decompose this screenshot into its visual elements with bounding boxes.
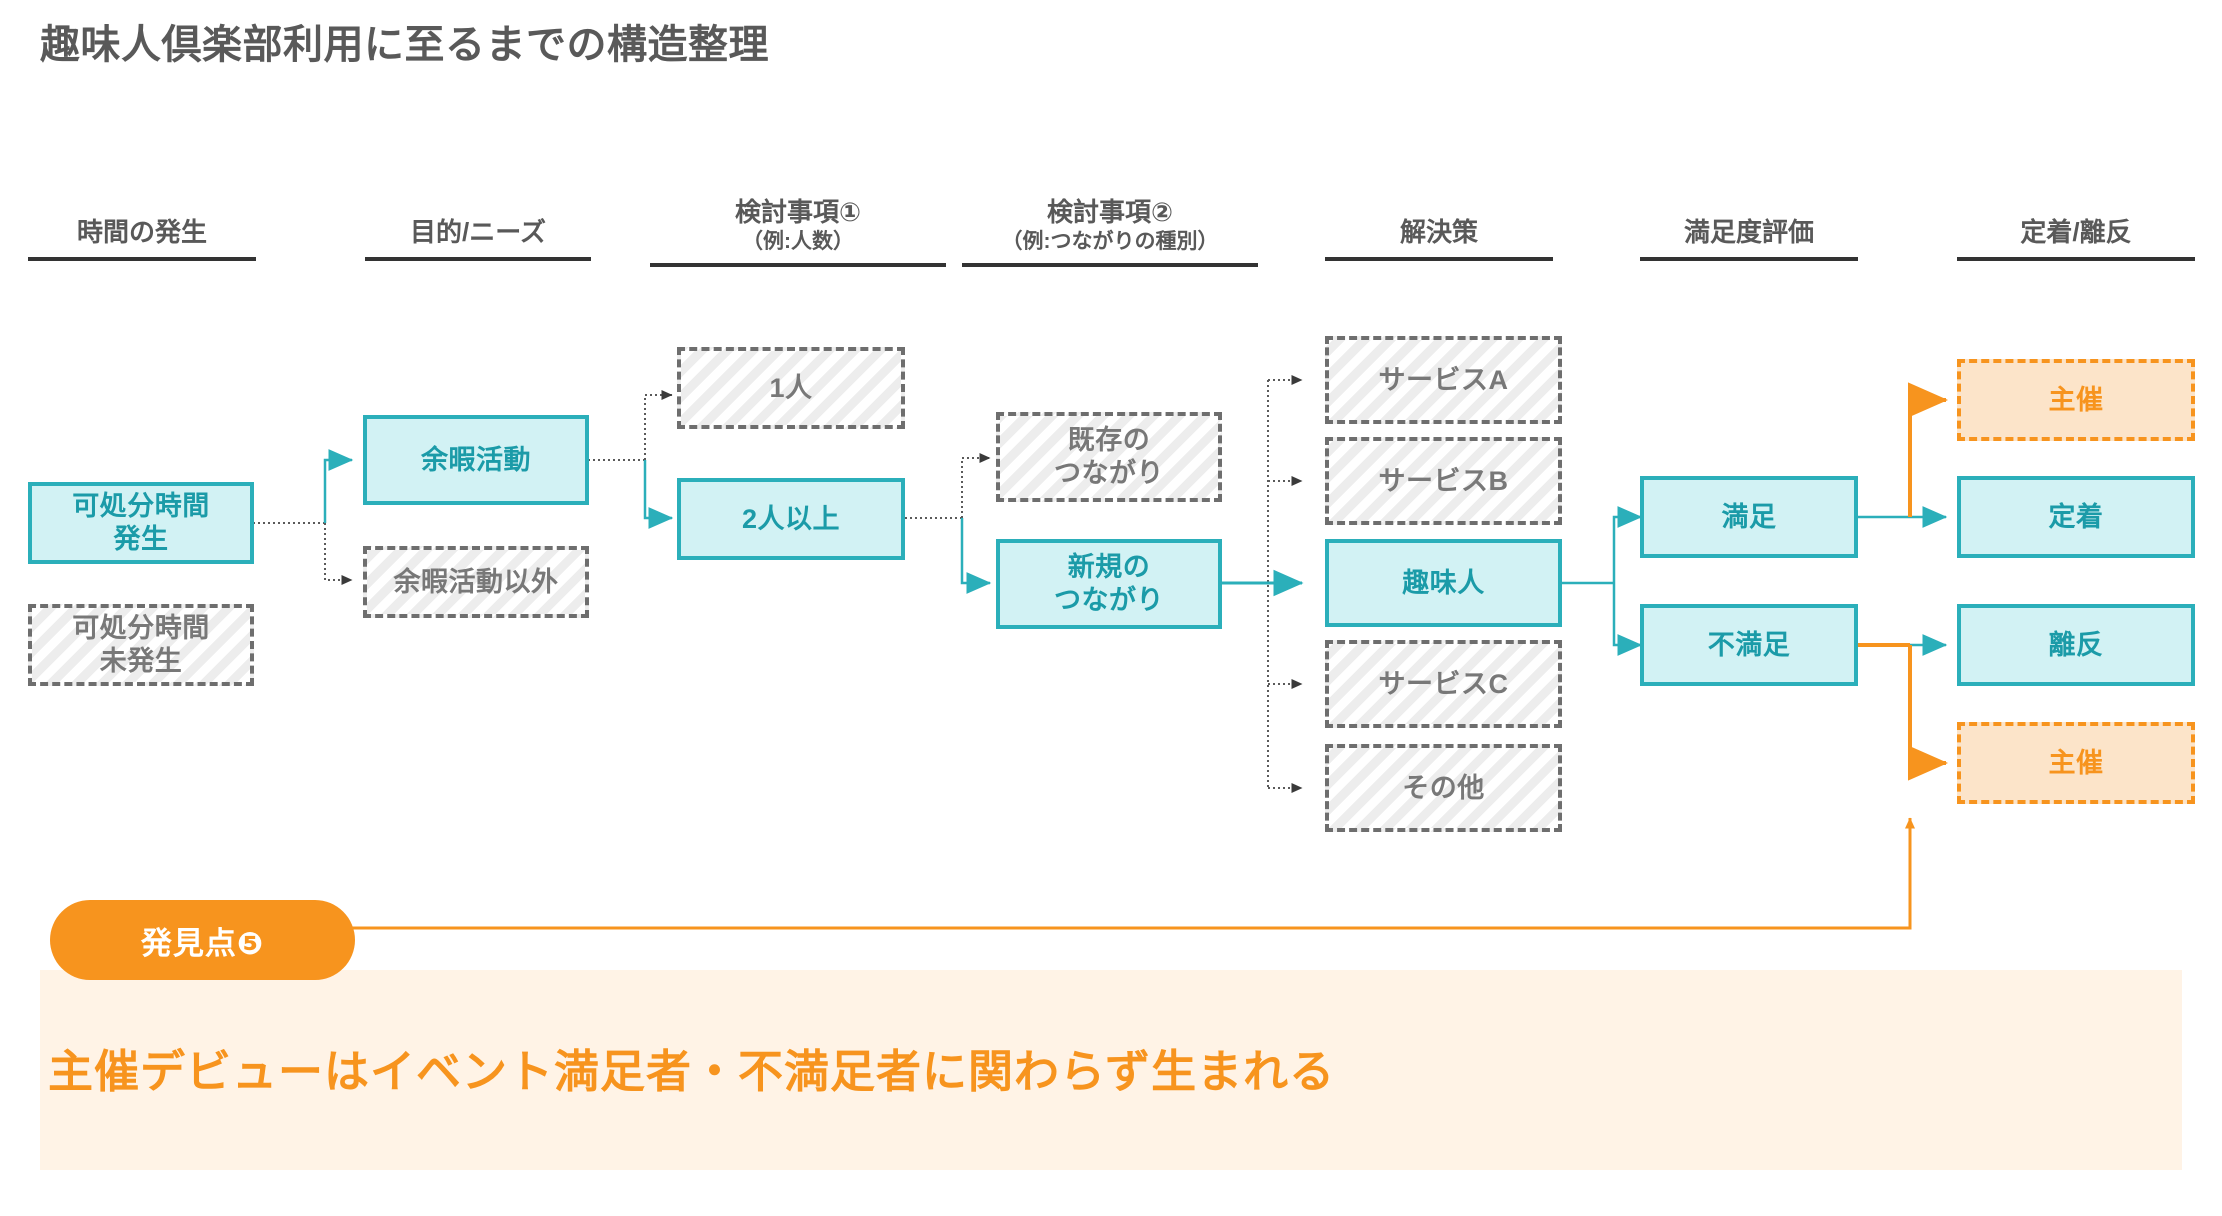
column-header-purpose: 目的/ニーズ	[365, 216, 591, 261]
node-service-b[interactable]: サービスB	[1325, 437, 1562, 525]
node-time-no[interactable]: 可処分時間未発生	[28, 604, 254, 686]
column-header-rule	[1640, 256, 1858, 261]
finding-badge[interactable]: 発見点❺	[50, 900, 355, 980]
column-header-line1: 定着/離反	[2020, 217, 2132, 247]
node-other[interactable]: その他	[1325, 744, 1562, 832]
column-header-rule	[1325, 256, 1553, 261]
node-existing-tie[interactable]: 既存のつながり	[996, 412, 1222, 502]
node-churn[interactable]: 離反	[1957, 604, 2195, 686]
column-header-time: 時間の発生	[28, 216, 256, 261]
column-header-rule	[650, 262, 946, 267]
node-service-c[interactable]: サービスC	[1325, 640, 1562, 728]
node-service-a[interactable]: サービスA	[1325, 336, 1562, 424]
wire-time-to-purpose	[253, 449, 354, 585]
node-non-leisure[interactable]: 余暇活動以外	[363, 546, 589, 618]
wire-finding-loop	[206, 817, 1915, 930]
column-header-consider2: 検討事項② （例:つながりの種別）	[962, 196, 1258, 267]
node-one-person[interactable]: 1人	[677, 347, 905, 429]
column-header-line1: 満足度評価	[1683, 217, 1814, 247]
wire-purpose-to-consider1	[588, 390, 674, 529]
column-header-line1: 時間の発生	[76, 217, 207, 247]
node-host-top[interactable]: 主催	[1957, 359, 2195, 441]
column-header-consider1: 検討事項① （例:人数）	[650, 196, 946, 267]
node-two-plus[interactable]: 2人以上	[677, 478, 905, 560]
finding-headline: 主催デビューはイベント満足者・不満足者に関わらず生まれる	[48, 1046, 1336, 1097]
wire-consider1-to-consider2	[905, 453, 992, 594]
column-header-line1: 検討事項②	[1046, 197, 1173, 227]
page-title: 趣味人倶楽部利用に至るまでの構造整理	[40, 23, 769, 67]
column-header-rule	[365, 256, 591, 261]
node-host-bottom[interactable]: 主催	[1957, 722, 2195, 804]
wire-solution-to-satisfaction	[1562, 506, 1643, 656]
node-retain[interactable]: 定着	[1957, 476, 2195, 558]
wire-satisfied-to-retention	[1858, 382, 1948, 528]
column-header-line2: （例:人数）	[742, 229, 854, 253]
node-dissatisfied[interactable]: 不満足	[1640, 604, 1858, 686]
finding-banner	[40, 970, 2182, 1170]
node-time-yes[interactable]: 可処分時間発生	[28, 482, 254, 564]
node-new-tie[interactable]: 新規のつながり	[996, 539, 1222, 629]
column-header-line1: 目的/ニーズ	[410, 217, 546, 247]
column-header-line2: （例:つながりの種別）	[1001, 229, 1219, 253]
column-header-solution: 解決策	[1325, 216, 1553, 261]
column-header-retention: 定着/離反	[1957, 216, 2195, 261]
node-leisure[interactable]: 余暇活動	[363, 415, 589, 505]
column-header-rule	[1957, 256, 2195, 261]
column-header-rule	[28, 256, 256, 261]
column-header-line1: 検討事項①	[734, 197, 861, 227]
wire-dissatisfied-to-retention	[1858, 634, 1948, 781]
column-header-satisfaction: 満足度評価	[1640, 216, 1858, 261]
column-header-line1: 解決策	[1399, 217, 1478, 247]
column-header-rule	[962, 262, 1258, 267]
node-shumito[interactable]: 趣味人	[1325, 539, 1562, 627]
node-satisfied[interactable]: 満足	[1640, 476, 1858, 558]
